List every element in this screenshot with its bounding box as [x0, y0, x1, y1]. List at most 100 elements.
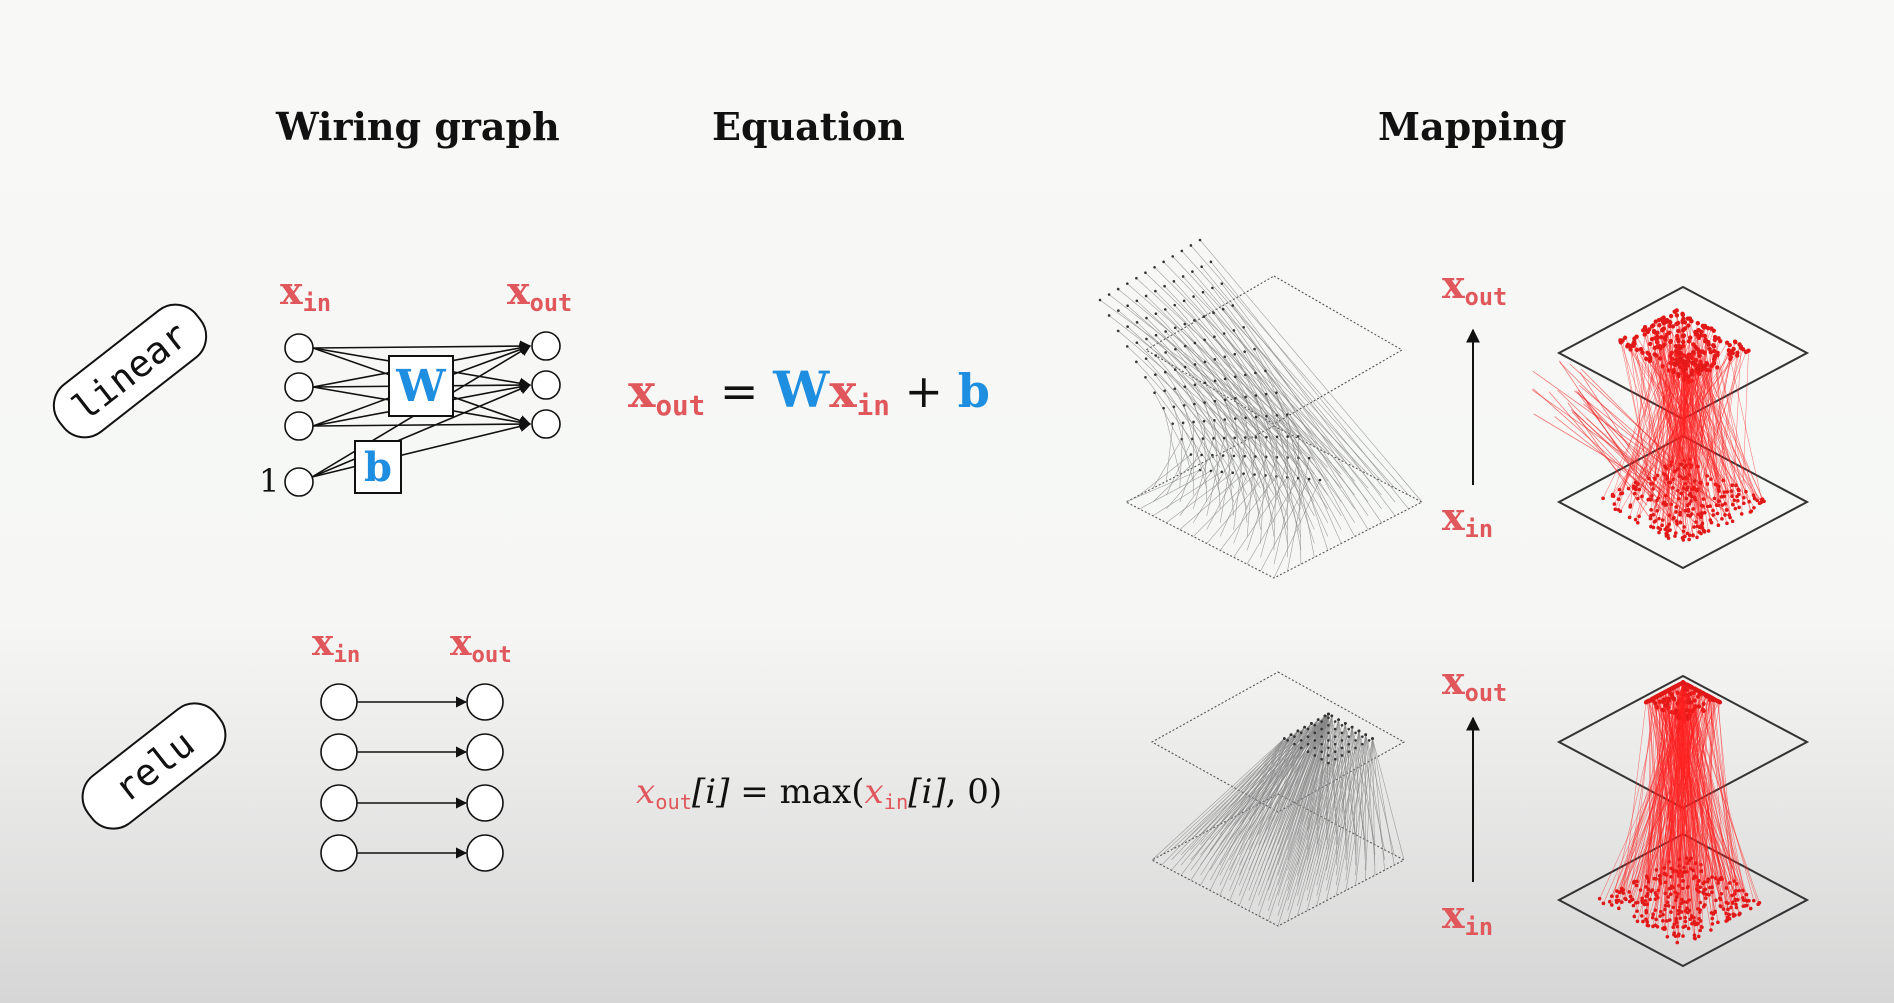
- mapping-line: [1326, 744, 1363, 901]
- mapping-point: [1327, 716, 1330, 720]
- mapping-point: [1347, 742, 1351, 746]
- mapping-point: [1724, 340, 1730, 345]
- mapping-point: [1192, 420, 1195, 424]
- mapping-line: [1238, 740, 1302, 896]
- mapping-point: [1665, 934, 1670, 939]
- mapping-line: [1682, 682, 1722, 894]
- linear-map-xin-label: xin: [1442, 494, 1493, 543]
- mapping-point: [1654, 519, 1658, 523]
- mapping-point: [1733, 913, 1737, 917]
- mapping-point: [1727, 351, 1732, 357]
- mapping-point: [1748, 906, 1753, 911]
- mapping-line: [1206, 475, 1266, 544]
- eq-rest: , 0): [945, 772, 1003, 812]
- mapping-line: [1224, 419, 1234, 516]
- mapping-line: [1654, 323, 1665, 479]
- mapping-point: [1649, 513, 1653, 518]
- mapping-line: [1689, 685, 1701, 913]
- mapping-point: [1125, 345, 1129, 348]
- mapping-point: [1727, 912, 1731, 917]
- mapping-point: [1730, 893, 1734, 898]
- mapping-line: [1200, 738, 1285, 886]
- mapping-line: [1672, 362, 1693, 488]
- mapping-line: [1183, 300, 1342, 489]
- eq-max: max(: [779, 772, 865, 812]
- mapping-point: [1634, 485, 1638, 489]
- mapping-line: [1206, 456, 1245, 530]
- mapping-point: [1164, 330, 1167, 333]
- mapping-point: [1135, 299, 1139, 303]
- mapping-point: [1655, 509, 1659, 513]
- mapping-line: [1258, 747, 1316, 906]
- mapping-line: [1245, 417, 1261, 530]
- mapping-point: [1632, 341, 1637, 346]
- mapping-line: [1172, 256, 1382, 482]
- mapping-point: [1680, 312, 1686, 318]
- mapping-point: [1639, 914, 1644, 918]
- mapping-line: [1155, 355, 1248, 468]
- mapping-point: [1715, 352, 1720, 358]
- mapping-point: [1661, 912, 1665, 917]
- mapping-line: [1573, 390, 1725, 511]
- mapping-line: [1201, 266, 1396, 503]
- mapping-line: [1732, 347, 1742, 505]
- mapping-point: [1663, 903, 1668, 908]
- subscript-in: in: [302, 289, 332, 318]
- mapping-point: [1163, 308, 1167, 311]
- mapping-point: [1674, 505, 1678, 509]
- mapping-point: [1221, 307, 1225, 311]
- mapping-point: [1751, 898, 1756, 903]
- mapping-point: [1695, 365, 1701, 370]
- mapping-point: [1154, 373, 1157, 377]
- mapping-point: [1660, 523, 1664, 528]
- mapping-point: [1721, 907, 1726, 911]
- mapping-point: [1699, 924, 1704, 929]
- mapping-point: [1191, 270, 1194, 273]
- mapping-line: [1204, 402, 1234, 503]
- mapping-point: [1201, 437, 1205, 440]
- mapping-point: [1700, 323, 1705, 329]
- mapping-point: [1610, 903, 1614, 907]
- mapping-point: [1651, 912, 1655, 916]
- mapping-point: [1647, 358, 1653, 364]
- mapping-point: [1333, 735, 1337, 738]
- mapping-line: [1297, 713, 1329, 835]
- mapping-line: [1179, 438, 1204, 503]
- mapping-point: [1710, 922, 1715, 926]
- mapping-point: [1669, 910, 1673, 914]
- mapping-line: [1364, 738, 1373, 881]
- mapping-line: [1345, 738, 1373, 891]
- mapping-line: [1166, 455, 1213, 510]
- mapping-point: [1672, 309, 1677, 314]
- mapping-line: [1200, 730, 1299, 866]
- mapping-point: [1691, 349, 1696, 355]
- mapping-point: [1098, 298, 1102, 302]
- mapping-point: [1306, 735, 1310, 738]
- mapping-line: [1204, 339, 1315, 503]
- mapping-line: [1206, 438, 1225, 516]
- subscript-out: out: [529, 289, 573, 318]
- mapping-point: [1306, 750, 1310, 753]
- mapping-plane: [1144, 275, 1404, 425]
- mapping-line: [1571, 411, 1679, 528]
- bias-box: b: [354, 440, 402, 494]
- mapping-point: [1716, 336, 1721, 341]
- mapping-point: [1253, 473, 1256, 476]
- mapping-point: [1716, 523, 1721, 528]
- mapping-point: [1203, 360, 1207, 364]
- mapping-point: [1612, 502, 1617, 506]
- mapping-line: [1223, 333, 1342, 516]
- mapping-point: [1712, 334, 1718, 340]
- mapping-point: [1316, 718, 1320, 721]
- mapping-point: [1680, 462, 1684, 466]
- mapping-point: [1726, 907, 1730, 912]
- mapping-line: [1190, 738, 1285, 881]
- mapping-line: [1697, 696, 1755, 901]
- mapping-line: [1656, 699, 1665, 870]
- mapping-line: [1258, 715, 1326, 856]
- mapping-line: [1651, 326, 1666, 467]
- mapping-point: [1234, 397, 1237, 400]
- mapping-point: [1116, 287, 1120, 291]
- mapping-line: [1287, 759, 1336, 922]
- mapping-line: [1277, 717, 1329, 866]
